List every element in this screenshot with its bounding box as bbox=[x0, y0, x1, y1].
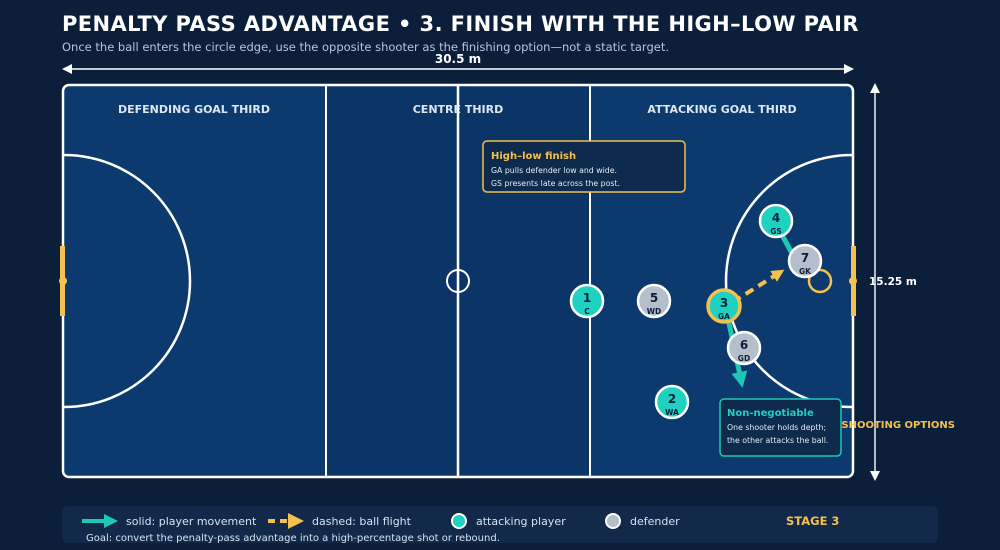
callout-high-low-line2: GS presents late across the post. bbox=[491, 179, 620, 188]
player-c: 1 C bbox=[569, 283, 605, 319]
svg-text:2: 2 bbox=[668, 392, 676, 406]
legend-attacker: attacking player bbox=[451, 513, 566, 529]
defending-goal-post bbox=[59, 277, 67, 285]
legend-ball-flight: dashed: ball flight bbox=[266, 513, 411, 529]
legend-movement: solid: player movement bbox=[80, 513, 256, 529]
callout-non-negotiable-line1: One shooter holds depth; bbox=[727, 423, 826, 432]
svg-text:7: 7 bbox=[801, 251, 809, 265]
svg-text:GD: GD bbox=[738, 354, 750, 363]
player-gs: 4 GS bbox=[758, 203, 794, 239]
length-dimension: 15.25 m bbox=[869, 83, 917, 481]
callout-non-negotiable: Non-negotiable One shooter holds depth; … bbox=[719, 398, 842, 457]
callout-high-low-title: High–low finish bbox=[491, 151, 576, 162]
legend: solid: player movement dashed: ball flig… bbox=[62, 506, 938, 544]
width-dimension: 30.5 m bbox=[62, 52, 854, 74]
solid-arrow-icon bbox=[82, 514, 118, 528]
svg-text:5: 5 bbox=[650, 291, 658, 305]
svg-text:GA: GA bbox=[718, 312, 730, 321]
svg-text:C: C bbox=[584, 307, 590, 316]
dashed-arrow-icon bbox=[268, 513, 304, 529]
svg-text:WD: WD bbox=[647, 307, 662, 316]
svg-text:6: 6 bbox=[740, 338, 748, 352]
third-label-centre: CENTRE THIRD bbox=[413, 103, 504, 116]
goal-ring bbox=[807, 268, 833, 294]
callout-high-low: High–low finish GA pulls defender low an… bbox=[482, 140, 686, 193]
svg-text:4: 4 bbox=[772, 211, 780, 225]
svg-text:GK: GK bbox=[799, 267, 812, 276]
attacking-goal-circle bbox=[724, 153, 853, 409]
svg-text:WA: WA bbox=[665, 408, 679, 417]
legend-goal-text: Goal: convert the penalty-pass advantage… bbox=[86, 533, 500, 544]
ball-flight-arrow bbox=[731, 269, 785, 304]
page-title: PENALTY PASS ADVANTAGE • 3. FINISH WITH … bbox=[62, 12, 859, 36]
attacker-dot-icon bbox=[451, 513, 467, 529]
svg-text:1: 1 bbox=[583, 291, 591, 305]
svg-text:GS: GS bbox=[770, 227, 782, 236]
defending-goal-circle bbox=[63, 153, 192, 409]
callout-non-negotiable-line2: the other attacks the ball. bbox=[727, 436, 828, 445]
third-label-attacking: ATTACKING GOAL THIRD bbox=[647, 103, 796, 116]
callout-non-negotiable-title: Non-negotiable bbox=[727, 408, 814, 419]
player-gk: 7 GK bbox=[787, 243, 823, 279]
player-wd: 5 WD bbox=[636, 283, 672, 319]
svg-text:3: 3 bbox=[720, 296, 728, 310]
player-gd: 6 GD bbox=[726, 330, 762, 366]
centre-circle bbox=[446, 269, 470, 293]
player-wa: 2 WA bbox=[654, 384, 690, 420]
legend-defender: defender bbox=[605, 513, 680, 529]
attacking-goal-post bbox=[849, 277, 857, 285]
width-label: 30.5 m bbox=[435, 52, 481, 66]
player-ga: 3 GA bbox=[706, 288, 742, 324]
shooting-options-label: SHOOTING OPTIONS bbox=[841, 420, 955, 431]
defender-dot-icon bbox=[605, 513, 621, 529]
stage-label: STAGE 3 bbox=[786, 514, 840, 528]
third-label-defending: DEFENDING GOAL THIRD bbox=[118, 103, 270, 116]
callout-high-low-line1: GA pulls defender low and wide. bbox=[491, 166, 617, 175]
length-label: 15.25 m bbox=[869, 276, 917, 288]
page-subtitle: Once the ball enters the circle edge, us… bbox=[62, 40, 670, 54]
